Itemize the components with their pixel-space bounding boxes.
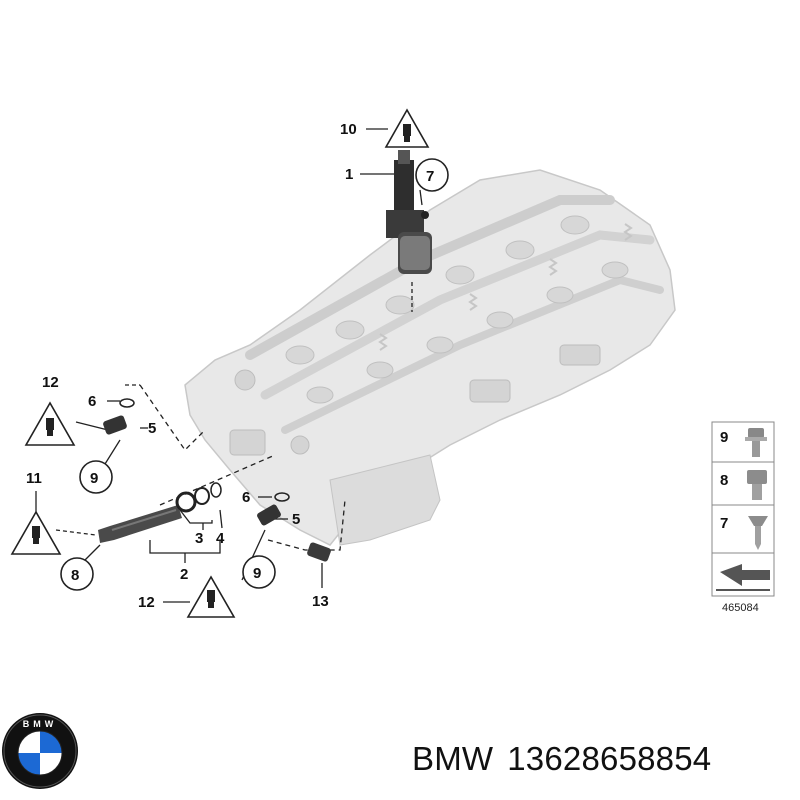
- callout-9-top: 9: [90, 470, 98, 487]
- callout-4: 4: [216, 530, 225, 547]
- callout-11: 11: [26, 470, 42, 487]
- callout-12-top: 12: [42, 374, 59, 391]
- solenoid-valve-top: [103, 398, 135, 435]
- callout-1: 1: [345, 166, 353, 183]
- callout-8: 8: [71, 567, 79, 584]
- flange-bolt-icon: [745, 428, 767, 457]
- sensor-13: [307, 542, 331, 562]
- part-caption: BMW 13628658854: [412, 740, 725, 778]
- control-shaft: [98, 482, 222, 543]
- caption-brand: BMW: [412, 740, 494, 777]
- assembly-arrow-icon: [716, 564, 770, 591]
- callout-5-top: 5: [148, 420, 156, 437]
- bmw-logo: BMW: [2, 713, 78, 789]
- bmw-logo-text: BMW: [23, 719, 58, 729]
- warning-triangle-icon: [10, 108, 430, 618]
- legend-item-9: 9: [720, 429, 728, 446]
- countersunk-screw-icon: [748, 516, 768, 550]
- callout-7: 7: [426, 168, 434, 185]
- solenoid-valve-bottom: [257, 492, 290, 526]
- vvt-servomotor: [386, 150, 432, 274]
- legend-item-8: 8: [720, 472, 728, 489]
- callout-9-bottom: 9: [253, 565, 261, 582]
- callout-6-top: 6: [88, 393, 96, 410]
- callout-3: 3: [195, 530, 203, 547]
- callout-6-bottom: 6: [242, 489, 250, 506]
- plug-symbol-icon: [32, 124, 411, 608]
- callout-5-bottom: 5: [292, 511, 300, 528]
- fastener-legend: 9 8 7 465084: [711, 421, 775, 614]
- diagram-id: 465084: [722, 602, 759, 614]
- cylinder-head: [184, 169, 676, 546]
- legend-item-7: 7: [720, 515, 728, 532]
- callout-12-bottom: 12: [138, 594, 155, 611]
- callout-13: 13: [312, 593, 329, 610]
- caption-part-number: 13628658854: [507, 740, 712, 777]
- callout-10: 10: [340, 121, 357, 138]
- callout-2: 2: [180, 566, 188, 583]
- hex-bolt-icon: [747, 470, 767, 500]
